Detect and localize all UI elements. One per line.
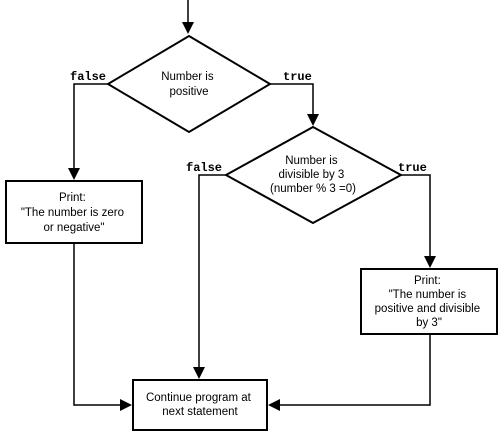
action-print-zero-negative-line: "The number is zero: [21, 207, 124, 219]
action-continue-text: Continue program at next statement: [146, 392, 254, 418]
divisible-false-label: false: [186, 161, 222, 175]
divisible-true-label: true: [398, 161, 427, 175]
action-print-positive-divisible-line: by 3": [416, 317, 442, 329]
positive-true-edge: [270, 83, 314, 116]
zero-to-continue-edge: [73, 243, 122, 406]
decision-positive-line: positive: [170, 86, 209, 98]
action-print-positive-divisible: Print: "The number is positive and divis…: [360, 268, 498, 335]
decision-divisible-line: (number % 3 =0): [270, 183, 356, 195]
action-continue-box: [132, 379, 268, 431]
action-print-positive-divisible-line: "The number is: [389, 289, 467, 301]
decision-positive: Number is positive: [106, 34, 272, 134]
edges: [68, 0, 436, 411]
action-print-zero-negative: Print: "The number is zero or negative": [5, 180, 143, 244]
action-print-positive-divisible-box: [360, 268, 498, 335]
action-print-positive-divisible-line: positive and divisible: [375, 303, 480, 315]
entry-arrowhead: [182, 22, 194, 34]
divisible-true-arrowhead: [424, 256, 436, 268]
action-print-zero-negative-text: Print: "The number is zero or negative": [21, 192, 127, 234]
decision-divisible-diamond: [223, 125, 404, 225]
action-print-positive-divisible-text: Print: "The number is positive and divis…: [375, 275, 484, 329]
positive-true-arrowhead: [307, 114, 319, 126]
divisible-false-edge: [198, 174, 226, 369]
action-continue-line: Continue program at: [146, 392, 252, 404]
zero-to-continue-arrowhead: [120, 399, 132, 411]
decision-positive-text: Number is positive: [161, 71, 217, 98]
divisible-false-arrowhead: [193, 367, 205, 379]
divisible-true-edge: [401, 174, 431, 258]
positive-true-label: true: [283, 70, 312, 84]
action-print-zero-negative-box: [5, 180, 143, 244]
decision-divisible-text: Number is divisible by 3 (number % 3 =0): [270, 155, 356, 195]
decision-divisible-line: Number is: [285, 155, 338, 167]
positive-false-arrowhead: [68, 168, 80, 180]
positive-false-edge: [73, 83, 108, 170]
action-print-zero-negative-line: Print:: [59, 192, 86, 204]
action-print-positive-divisible-line: Print:: [414, 275, 441, 287]
action-print-zero-negative-line: or negative": [44, 222, 105, 234]
decision-positive-diamond: [106, 34, 272, 134]
action-continue-line: next statement: [162, 406, 238, 418]
decision-positive-line: Number is: [161, 71, 214, 83]
action-continue: Continue program at next statement: [132, 379, 268, 431]
positive-false-label: false: [70, 70, 106, 84]
divisible-to-continue-edge: [278, 334, 431, 406]
decision-divisible: Number is divisible by 3 (number % 3 =0): [223, 125, 404, 225]
decision-divisible-line: divisible by 3: [278, 169, 344, 181]
divisible-to-continue-arrowhead: [268, 399, 280, 411]
